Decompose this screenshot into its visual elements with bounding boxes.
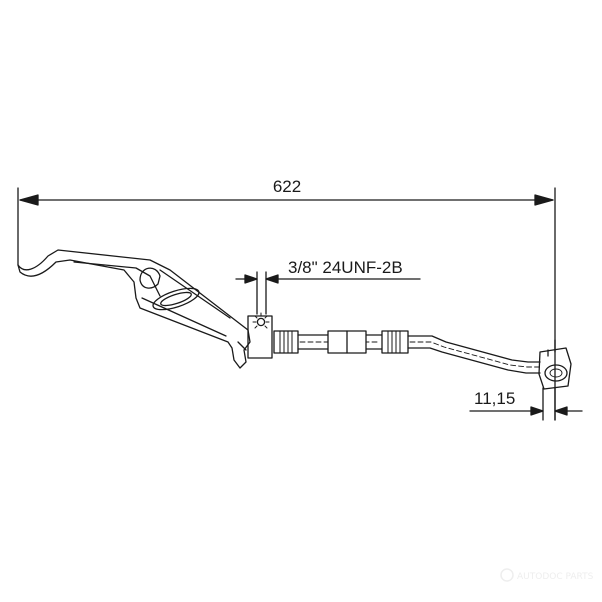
rigid-tube-bottom [407, 347, 541, 374]
left-fitting-thread-marks [252, 312, 270, 329]
left-fitting-bore [256, 317, 266, 327]
bracket-slot-inner [160, 291, 192, 307]
rigid-tube-centerline [409, 341, 541, 368]
crimp-ferrule-left [273, 330, 299, 354]
thread-arrowhead-left [244, 274, 258, 284]
watermark-logo-icon [500, 568, 514, 582]
arrowhead-left [19, 194, 39, 206]
bracket-outline [17, 249, 251, 369]
left-fitting [247, 271, 273, 359]
bracket-inner-flange [73, 261, 161, 297]
rigid-tube-top [407, 335, 541, 363]
arrowhead-right [534, 194, 554, 206]
banjo-body [538, 347, 572, 390]
bracket-inner-edge [141, 297, 227, 337]
crimp-ferrule-right-grooves [387, 330, 401, 354]
offset-arrowhead-left [530, 406, 544, 416]
mounting-bracket [17, 249, 251, 369]
crimp-ferrule-left-grooves [279, 330, 293, 354]
overall-length-dimension [17, 187, 556, 353]
crimp-ferrule-right [381, 330, 409, 354]
end-offset-label: 11,15 [474, 389, 515, 408]
banjo-bore-inner [549, 368, 563, 378]
bracket-slot-outer [152, 287, 200, 311]
thread-dimension [235, 274, 421, 284]
banjo-bore [544, 364, 568, 382]
hose-assembly [273, 330, 541, 374]
bracket-nose [237, 341, 247, 351]
bracket-rib [159, 269, 231, 319]
left-fitting-body [247, 315, 273, 359]
overall-length-label: 622 [273, 177, 301, 196]
watermark: AUTODOC PARTS [500, 568, 594, 582]
offset-arrowhead-right [554, 406, 568, 416]
thread-spec-label: 3/8" 24UNF-2B [288, 258, 403, 277]
watermark-text: AUTODOC PARTS [517, 572, 594, 582]
thread-arrowhead-right [265, 274, 279, 284]
bracket-stud [139, 267, 161, 289]
end-offset-dimension [469, 387, 583, 421]
